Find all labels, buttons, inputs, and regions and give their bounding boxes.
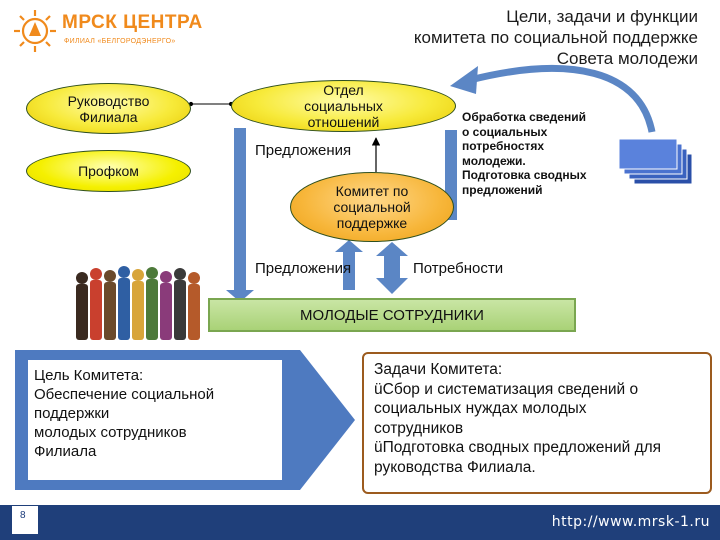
arrow-otdel-banner-shaft [234,128,246,292]
company-logo: МРСК ЦЕНТРА ФИЛИАЛ «БЕЛГОРОДЭНЕРГО» [12,8,202,58]
arrow-banner-komitet-shaft [343,250,355,290]
footer-url[interactable]: http://www.mrsk-1.ru [551,514,710,530]
processing-line: Подготовка сводных [462,168,587,182]
label-potrebnosti: Потребности [413,260,504,277]
processing-line: Обработка сведений [462,110,586,124]
goal-title: Цель Комитета: [34,366,274,385]
title-line: Совета молодежи [556,49,698,68]
goal-text-panel [28,360,282,480]
young-employees-photo [70,262,204,344]
banner-molodye-sotrudniki: МОЛОДЫЕ СОТРУДНИКИ [208,298,576,332]
slide-title: Цели, задачи и функции комитета по социа… [368,6,698,69]
page-number: 8 [20,510,26,521]
node-text: социальных [304,98,383,114]
node-text: социальной [333,199,411,215]
processing-line: предложений [462,182,543,197]
processing-line: потребностях [462,139,545,153]
task-line: сотрудников [374,419,464,437]
double-arrow-potrebnosti [376,242,408,294]
label-predlozheniya-top: Предложения [255,142,352,159]
goal-title-bold: Цель Комитета [34,367,140,384]
footer-bar [0,505,720,540]
tasks-box: Задачи Комитета: üСбор и систематизация … [362,352,712,494]
people-silhouettes-icon [76,266,200,340]
goal-line: Филиала [34,443,97,460]
processing-line: молодежи. [462,153,526,168]
node-rukovodstvo-filiala: Руководство Филиала [26,83,191,134]
tasks-title: Задачи Комитета: [374,360,702,380]
goal-line: Обеспечение социальной [34,386,215,403]
node-text: поддержке [336,215,408,231]
goal-line: поддержки [34,405,110,422]
task-line: социальных нуждах молодых [374,400,587,417]
task-line: руководства Филиала. [374,458,536,476]
node-text: отношений [307,114,380,130]
node-text: Руководство [67,92,150,109]
node-text: Отдел [323,82,364,98]
processing-description: Обработка сведений о социальных потребно… [462,110,622,197]
node-text: Комитет по [335,183,409,199]
goal-line: молодых сотрудников [34,424,187,441]
logo-subtitle: ФИЛИАЛ «БЕЛГОРОДЭНЕРГО» [64,38,176,45]
node-profkom: Профком [26,150,191,192]
goal-text: Цель Комитета: Обеспечение социальной по… [34,366,274,461]
node-text: Профком [78,163,139,179]
arrow-banner-komitet-head [335,240,363,252]
page-number-box [12,506,38,534]
tasks-title-bold: Задачи Комитета [374,361,498,378]
processing-line: о социальных [462,124,548,139]
goal-title-tail: : [139,367,144,384]
node-text: Филиала [79,108,138,125]
node-otdel-socialnyh-otnosheniy: Отдел социальных отношений [231,80,456,132]
curved-arrow-to-title [469,64,656,133]
node-komitet-socialnoy-podderzhki: Комитет по социальной поддержке [290,172,454,242]
curved-arrow-head [450,66,478,94]
documents-stack-icon [618,138,693,185]
title-line: комитета по социальной поддержке [413,28,698,47]
arrow-otdel-banner-head [226,290,254,302]
logo-name: МРСК ЦЕНТРА [62,12,203,33]
label-predlozheniya-bottom: Предложения [255,260,352,277]
title-line: Цели, задачи и функции [506,7,698,26]
task-line: üСбор и систематизация сведений о [374,380,639,398]
tasks-title-tail: : [497,361,503,378]
logo-sun-icon [14,10,56,52]
task-line: üПодготовка сводных предложений для [374,439,662,456]
